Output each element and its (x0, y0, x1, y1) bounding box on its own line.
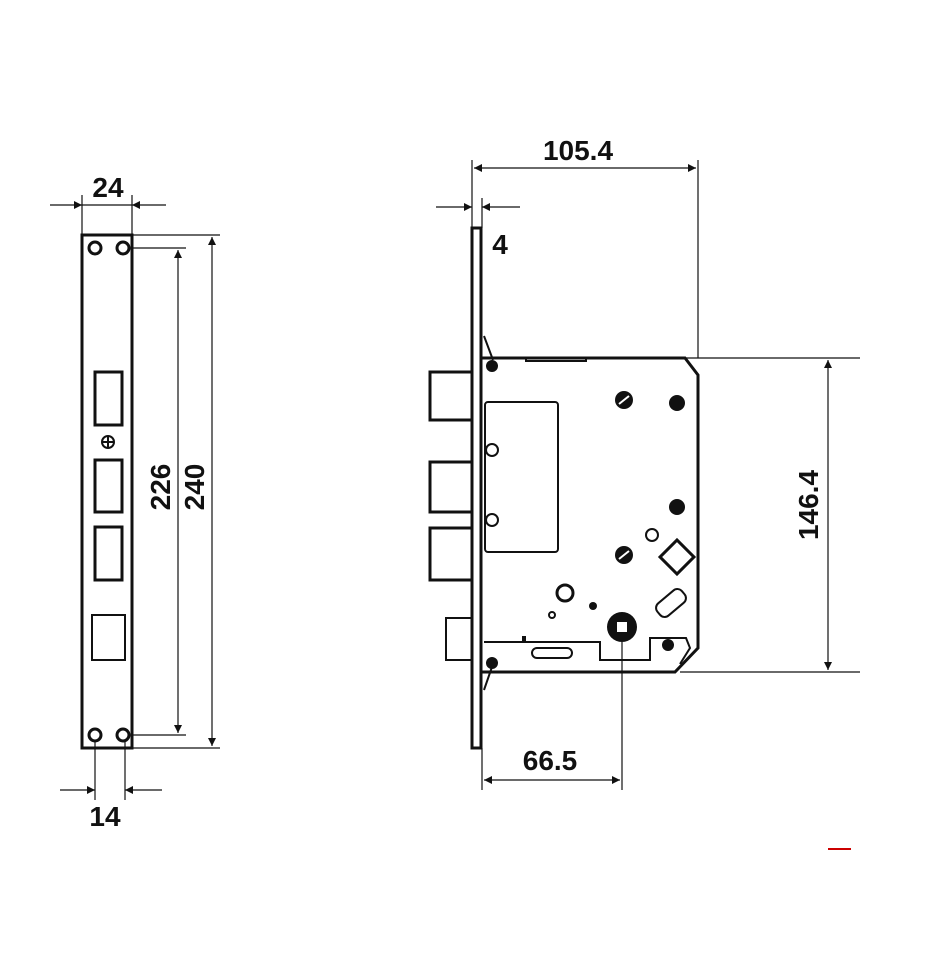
case-rivet (486, 360, 498, 372)
dimension-label: 14 (89, 801, 121, 832)
dimension-146-4: 146.4 (680, 357, 860, 673)
dimension-105-4: 105.4 (471, 135, 699, 358)
rivet-icon (645, 528, 659, 542)
guard-bolt (445, 617, 473, 661)
rivet-icon (669, 395, 685, 411)
dimension-label: 240 (179, 464, 210, 511)
case-rivet (486, 657, 498, 669)
dimension-label: 66.5 (523, 745, 578, 776)
lock-body-side-view (428, 226, 700, 750)
screw-icon (101, 435, 115, 449)
dimension-label: 226 (145, 464, 176, 511)
case-slot (525, 357, 587, 362)
cylinder-spindle (607, 612, 637, 642)
dimension-66-5: 66.5 (481, 642, 623, 790)
dimension-label: 146.4 (793, 470, 824, 540)
faceplate-front-view (80, 233, 134, 750)
lever-plate (484, 637, 692, 665)
dimension-14: 14 (60, 742, 162, 832)
guard-opening (91, 614, 126, 661)
dimension-24: 24 (50, 172, 166, 235)
bolt-opening-top (93, 370, 124, 427)
dimension-226: 226 (132, 247, 186, 736)
follower-square (657, 537, 697, 577)
case-outline (482, 356, 700, 674)
deadbolt-top (428, 370, 474, 422)
deadbolt-bottom (428, 460, 474, 514)
latch-opening (93, 525, 124, 582)
mounting-holes (87, 240, 131, 743)
bolt-plate (484, 401, 559, 553)
cam-slot (655, 588, 687, 618)
dimension-4: 4 (436, 198, 520, 260)
dimension-label: 24 (92, 172, 124, 203)
latch-bolt (428, 526, 474, 582)
rivet-icon (669, 499, 685, 515)
dimension-label: 105.4 (543, 135, 613, 166)
dimension-label: 4 (492, 229, 508, 260)
faceplate-outline (80, 233, 134, 750)
bolt-opening-middle (93, 458, 124, 514)
screw-icon (615, 391, 633, 564)
dimension-240: 240 (132, 234, 220, 749)
